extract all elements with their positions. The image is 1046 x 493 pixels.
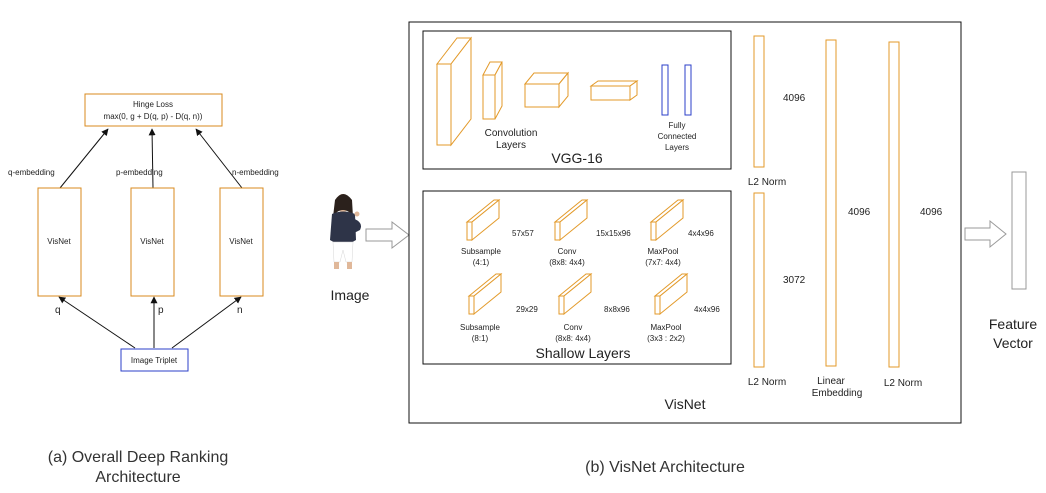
s3-name: MaxPool	[647, 247, 678, 256]
output-flow-arrow	[964, 219, 1007, 249]
fc-label-1: Fully	[669, 121, 686, 130]
s1-dim: 57x57	[512, 229, 534, 238]
q-embedding-arrow	[59, 128, 109, 189]
visnet-box-title: VisNet	[665, 396, 706, 412]
visnet-box-p	[130, 187, 175, 297]
s5-name: Conv	[564, 323, 583, 332]
fc-label-3: Layers	[665, 143, 689, 152]
s3-sub: (7x7: 4x4)	[645, 258, 681, 267]
visnet-box-n	[219, 187, 264, 297]
visnet-label-q: VisNet	[47, 237, 71, 246]
final-l2-bar	[888, 41, 900, 368]
feature-label-2: Vector	[993, 335, 1033, 351]
shallow-box	[422, 190, 732, 365]
n-embedding-arrow	[195, 128, 243, 189]
s1-sub: (4:1)	[473, 258, 490, 267]
image-label: Image	[331, 287, 370, 303]
hinge-loss-box	[84, 93, 223, 127]
shallow-block-subsample-1	[465, 198, 501, 242]
triplet-arrow-q	[58, 296, 136, 349]
vgg16-panel: Convolution Layers Fully Connected Layer…	[422, 30, 732, 170]
s6-sub: (3x3 : 2x2)	[647, 334, 685, 343]
s4-sub: (8:1)	[472, 334, 489, 343]
conv-block-1	[435, 36, 473, 147]
s6-name: MaxPool	[650, 323, 681, 332]
l2norm-right: L2 Norm	[884, 378, 922, 389]
fc-label-2: Connected	[658, 132, 697, 141]
visnet-outer-box	[408, 21, 962, 424]
conv-layers-label-1: Convolution	[485, 128, 538, 139]
shallow-block-subsample-2	[467, 272, 503, 316]
s1-name: Subsample	[461, 247, 502, 256]
s3-dim: 4x4x96	[688, 229, 714, 238]
s4-dim: 29x29	[516, 305, 538, 314]
dim-4096-b: 4096	[848, 207, 871, 218]
q-embedding-label: q-embedding	[8, 168, 55, 177]
dim-3072: 3072	[783, 275, 806, 286]
shallow-block-conv-2	[557, 272, 593, 316]
n-embedding-label: n-embedding	[232, 168, 279, 177]
linear-embedding-bar	[825, 39, 837, 367]
input-image-person	[330, 194, 361, 269]
caption-a-line2: Architecture	[95, 469, 180, 486]
image-triplet-box	[120, 348, 189, 372]
visnet-label-n: VisNet	[229, 237, 253, 246]
input-label-q: q	[55, 305, 61, 316]
hinge-loss-title: Hinge Loss	[133, 100, 173, 109]
caption-a-line1: (a) Overall Deep Ranking	[48, 449, 229, 466]
shallow-block-maxpool-1	[649, 198, 685, 242]
shallow-l2-bar	[753, 192, 765, 368]
ranking-panel: Hinge Loss max(0, g + D(q, p) - D(q, n))…	[8, 93, 279, 486]
feature-vector-bar	[1011, 171, 1027, 290]
image-triplet-label: Image Triplet	[131, 356, 178, 365]
l2norm-top: L2 Norm	[748, 177, 786, 188]
shallow-title: Shallow Layers	[536, 345, 631, 361]
s4-name: Subsample	[460, 323, 501, 332]
conv-block-3	[523, 71, 570, 109]
conv-block-4	[589, 80, 639, 101]
linear-label-1: Linear	[817, 376, 845, 387]
vgg16-box	[422, 30, 732, 170]
p-embedding-label: p-embedding	[116, 168, 163, 177]
input-label-p: p	[158, 305, 164, 316]
visnet-label-p: VisNet	[140, 237, 164, 246]
triplet-arrow-n	[171, 296, 242, 349]
shallow-panel: Subsample (4:1) 57x57 Conv (8x8: 4x4) 15…	[422, 190, 732, 365]
input-flow-arrow	[365, 220, 410, 250]
shallow-block-conv-1	[553, 198, 589, 242]
s2-name: Conv	[558, 247, 577, 256]
s2-dim: 15x15x96	[596, 229, 631, 238]
visnet-box-q	[37, 187, 82, 297]
s6-dim: 4x4x96	[694, 305, 720, 314]
s2-sub: (8x8: 4x4)	[549, 258, 585, 267]
dim-4096-c: 4096	[920, 207, 943, 218]
dim-4096-a: 4096	[783, 93, 806, 104]
conv-block-2	[482, 61, 503, 120]
shallow-block-maxpool-2	[653, 272, 689, 316]
vgg16-title: VGG-16	[551, 150, 603, 166]
fc-layer-2	[684, 64, 692, 116]
p-embedding-arrow	[148, 128, 156, 189]
hinge-loss-formula: max(0, g + D(q, p) - D(q, n))	[104, 112, 203, 121]
fc-layer-1	[661, 64, 669, 116]
s5-dim: 8x8x96	[604, 305, 630, 314]
s5-sub: (8x8: 4x4)	[555, 334, 591, 343]
feature-label-1: Feature	[989, 316, 1037, 332]
conv-layers-label-2: Layers	[496, 140, 526, 151]
caption-b: (b) VisNet Architecture	[585, 459, 745, 476]
linear-label-2: Embedding	[812, 388, 863, 399]
vgg-l2-bar	[753, 35, 765, 168]
input-label-n: n	[237, 305, 243, 316]
l2norm-bottom: L2 Norm	[748, 377, 786, 388]
